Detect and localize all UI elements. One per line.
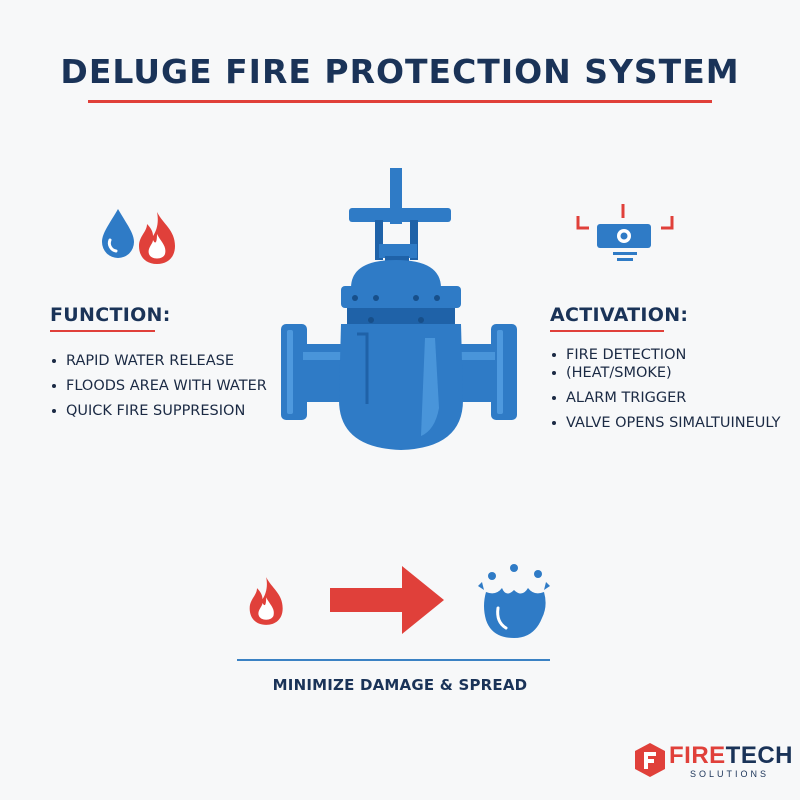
tagline: MINIMIZE DAMAGE & SPREAD [272, 676, 528, 694]
list-item: ALARM TRIGGER [552, 389, 780, 407]
water-drop-icon [102, 209, 134, 258]
list-item: FIRE DETECTION [552, 346, 780, 364]
list-item: RAPID WATER RELEASE [52, 352, 267, 370]
list-item-continuation: (HEAT/SMOKE) [552, 364, 780, 382]
gate-valve-icon [281, 168, 517, 450]
title-underline [88, 100, 712, 103]
page-title: DELUGE FIRE PROTECTION SYSTEM [60, 52, 740, 91]
activation-list: FIRE DETECTION (HEAT/SMOKE) ALARM TRIGGE… [552, 346, 780, 439]
function-list: RAPID WATER RELEASE FLOODS AREA WITH WAT… [52, 352, 267, 427]
activation-heading: ACTIVATION: [550, 304, 689, 326]
list-item: FLOODS AREA WITH WATER [52, 377, 267, 395]
tagline-rule [237, 659, 550, 661]
arrow-right-icon [330, 566, 444, 634]
function-heading: FUNCTION: [50, 304, 171, 326]
activation-heading-underline [550, 330, 664, 332]
detector-icon [576, 204, 674, 261]
water-splash-icon [478, 564, 550, 638]
logo-subtitle: SOLUTIONS [690, 769, 770, 779]
flame-icon [249, 577, 283, 625]
list-item: QUICK FIRE SUPPRESION [52, 402, 267, 420]
logo-wordmark: FIRETECH [669, 742, 794, 769]
function-heading-underline [50, 330, 155, 332]
list-item: VALVE OPENS SIMALTUINEULY [552, 414, 780, 432]
flame-icon [139, 212, 175, 264]
firetech-logo-icon [635, 743, 665, 777]
